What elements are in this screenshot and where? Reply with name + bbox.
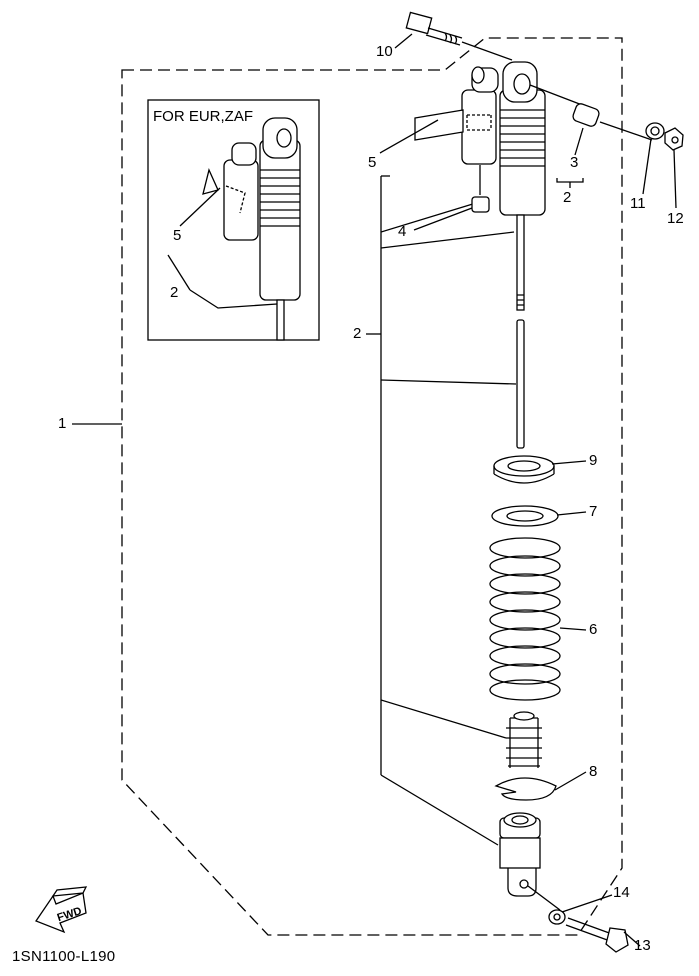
bracket-2 [366, 175, 517, 846]
callout-2: 2 [353, 325, 362, 342]
callout-5: 5 [368, 154, 377, 171]
inset-title: FOR EUR,ZAF [153, 108, 253, 125]
washer-11 [642, 122, 665, 195]
callout-5-inset: 5 [173, 227, 182, 244]
callout-3: 3 [570, 154, 579, 171]
callout-7: 7 [589, 503, 598, 520]
nut-12 [664, 127, 684, 209]
callout-11: 11 [630, 195, 646, 212]
callout-4: 4 [398, 223, 407, 240]
callout-9: 9 [589, 452, 598, 469]
bushing-3 [556, 103, 653, 188]
spring-6 [489, 537, 587, 701]
callout-12: 12 [667, 210, 684, 227]
callout-10: 10 [376, 43, 393, 60]
ring-nut-7 [491, 505, 587, 527]
cap-4 [413, 196, 490, 231]
callout-1: 1 [58, 415, 67, 432]
bolt-13 [565, 917, 641, 953]
bolt-10 [394, 11, 513, 61]
callout-8: 8 [589, 763, 598, 780]
stopper-clip-8 [494, 771, 587, 801]
lower-clevis [499, 812, 561, 911]
drawing-code: 1SN1100-L190 [12, 948, 116, 965]
callout-2-inset: 2 [170, 284, 179, 301]
fwd-arrow-logo: FWD [35, 886, 88, 934]
bump-stop [506, 711, 542, 768]
ring-nut-9 [493, 455, 587, 484]
assembly-outline [121, 37, 623, 936]
label-sticker-5 [379, 109, 464, 154]
washer-14 [548, 894, 613, 925]
inset-shock [167, 117, 301, 341]
callout-6: 6 [589, 621, 598, 638]
callout-13: 13 [634, 937, 651, 954]
shock-reservoir [461, 66, 499, 195]
callout-2-bushing: 2 [563, 189, 572, 206]
rod [516, 319, 525, 449]
shock-body [499, 61, 591, 311]
inset-box [147, 99, 320, 341]
callout-14: 14 [613, 884, 630, 901]
